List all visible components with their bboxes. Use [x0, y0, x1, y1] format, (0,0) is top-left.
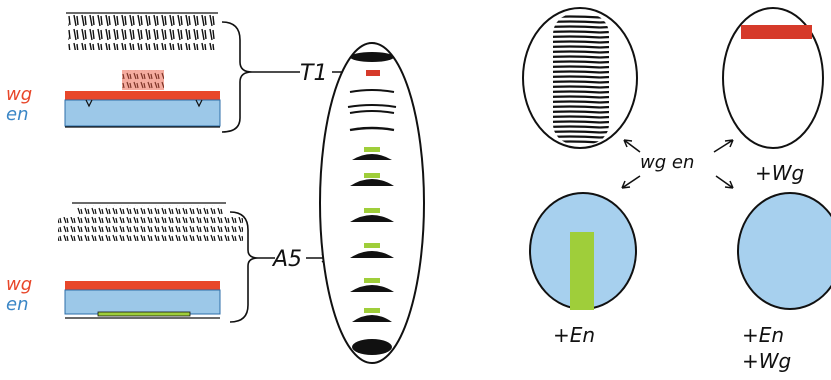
a5-label: A5 — [271, 247, 302, 272]
cell-plus-en-wg-label-line1: +En — [742, 323, 784, 347]
arrow-to-wildtype — [624, 140, 640, 152]
embryo-t1-red-mark — [366, 70, 380, 76]
t1-segment-panel: wg en T1 — [6, 13, 352, 132]
a5-wg-stripe — [65, 281, 220, 290]
cell-plus-en-label: +En — [553, 323, 595, 347]
a5-green-denticles — [98, 312, 190, 316]
cell-plus-wg-red-band — [741, 25, 812, 39]
cell-plus-en: +En — [530, 193, 636, 347]
cell-plus-wg-label: +Wg — [755, 161, 804, 185]
cell-wildtype-denticle-column — [553, 14, 609, 144]
a5-segment-panel: wg en A5 — [6, 203, 328, 322]
embryo-green-5 — [364, 278, 380, 283]
cell-assay: +Wg +En +En +Wg wg en — [523, 8, 831, 373]
arrow-to-plus-en-wg — [716, 176, 733, 188]
cell-plus-wg: +Wg — [723, 8, 823, 185]
a5-en-band — [65, 290, 220, 314]
cell-plus-en-wg-label-line2: +Wg — [742, 349, 791, 373]
wg-en-center-label: wg en — [640, 152, 694, 173]
embryo-green-1 — [364, 147, 380, 152]
embryo-tail-cap — [352, 339, 392, 355]
t1-red-denticle-tint — [122, 70, 164, 90]
embryo-head-cap — [350, 52, 394, 62]
arrow-to-plus-en — [622, 176, 640, 188]
t1-bracket — [222, 22, 252, 132]
cell-plus-en-green-column — [570, 232, 594, 310]
embryo-green-6 — [364, 308, 380, 313]
embryo-green-3 — [364, 208, 380, 213]
t1-denticle-rows — [68, 14, 216, 50]
cell-plus-en-wg-outline — [738, 193, 831, 309]
a5-wg-label: wg — [6, 274, 32, 295]
embryo-green-4 — [364, 243, 380, 248]
t1-wg-stripe — [65, 91, 220, 100]
embryo — [320, 43, 424, 363]
a5-en-label: en — [6, 294, 28, 315]
cell-plus-en-wg: +En +Wg — [738, 193, 831, 373]
t1-label: T1 — [300, 61, 327, 86]
t1-wg-label: wg — [6, 84, 32, 105]
a5-denticle-rows-bottom — [58, 217, 243, 241]
t1-en-label: en — [6, 104, 28, 125]
a5-denticle-rows-top — [76, 205, 224, 217]
embryo-green-2 — [364, 173, 380, 178]
cell-wildtype — [523, 8, 637, 148]
arrow-to-plus-wg — [714, 140, 733, 152]
